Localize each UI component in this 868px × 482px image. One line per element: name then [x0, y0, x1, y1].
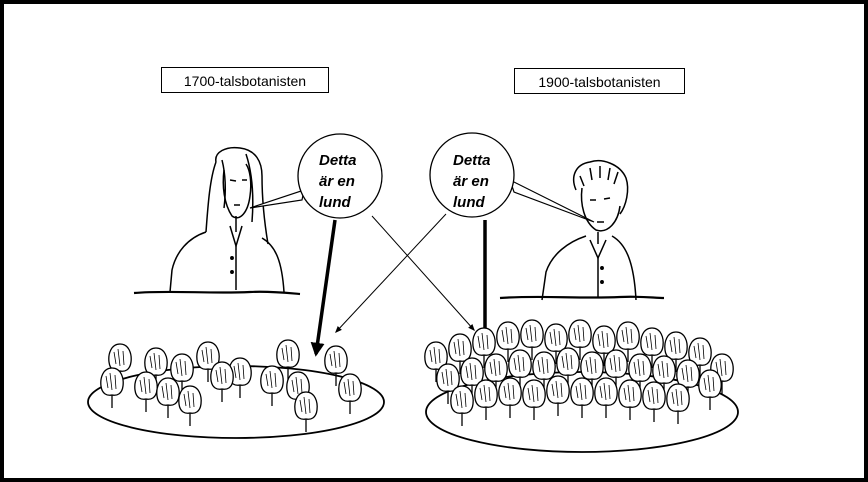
- grove-sparse: [87, 339, 385, 439]
- speech-line: är en: [453, 173, 489, 190]
- arrow-left-to-dense-grove: [371, 215, 475, 332]
- arrow-right-to-sparse-grove: [335, 213, 447, 334]
- arrow-left-to-own-grove: [310, 219, 337, 357]
- label-1700-botanist: 1700-talsbotanisten: [161, 67, 329, 93]
- speech-line: Detta: [453, 152, 491, 169]
- speech-line: lund: [319, 194, 351, 211]
- speech-bubble-right: [429, 132, 595, 223]
- speech-text-left: Detta är en lund: [319, 150, 379, 213]
- label-1900-botanist: 1900-talsbotanisten: [514, 68, 685, 94]
- botanist-1900-figure: [499, 160, 665, 301]
- botanist-1700-figure: [133, 146, 301, 296]
- speech-line: Detta: [319, 152, 357, 169]
- speech-line: är en: [319, 173, 355, 190]
- speech-bubble-left: [249, 133, 383, 219]
- grove-dense: [424, 319, 739, 453]
- speech-text-right: Detta är en lund: [453, 150, 513, 213]
- speech-line: lund: [453, 194, 485, 211]
